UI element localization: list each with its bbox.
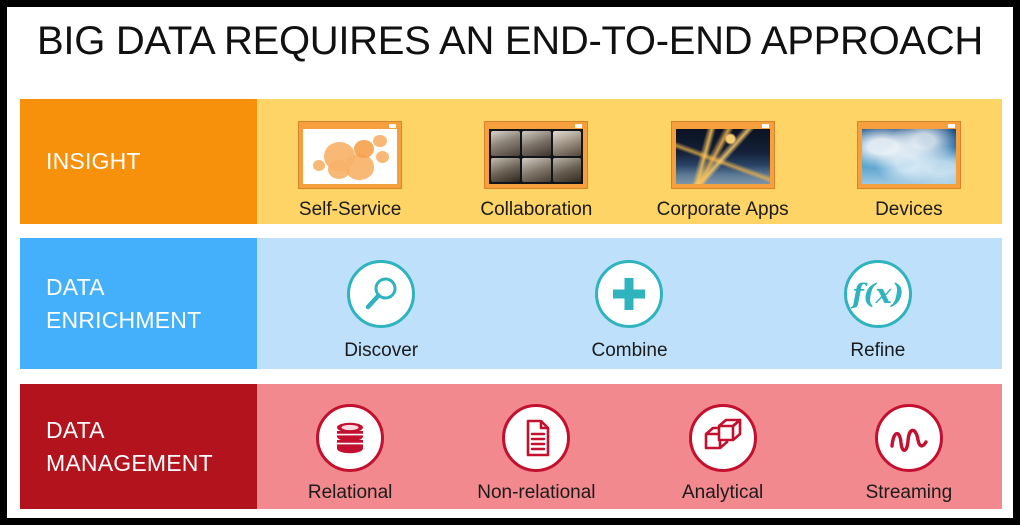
document-icon	[502, 404, 571, 472]
row-enrichment: DATA ENRICHMENT Discover	[20, 238, 1002, 369]
thumb-screen	[861, 129, 956, 184]
item-streaming[interactable]: Streaming	[816, 404, 1002, 509]
item-corporate-apps[interactable]: Corporate Apps	[630, 121, 816, 224]
window-control-icon	[389, 124, 397, 128]
caption-discover: Discover	[344, 340, 419, 361]
thumb-screen	[303, 129, 398, 184]
row-label-data-management: DATA MANAGEMENT	[20, 384, 257, 509]
row-label-insight: INSIGHT	[20, 99, 257, 224]
olap-cubes-icon	[688, 404, 757, 472]
window-control-icon	[947, 124, 955, 128]
window-control-icon	[575, 124, 583, 128]
item-refine[interactable]: f(x) Refine	[754, 260, 1002, 369]
window-control-icon	[761, 124, 769, 128]
caption-streaming: Streaming	[865, 482, 953, 503]
thumb-screen	[675, 129, 770, 184]
item-collaboration[interactable]: Collaboration	[443, 121, 629, 224]
item-non-relational[interactable]: Non-relational	[443, 404, 629, 509]
row-insight: INSIGHT	[20, 99, 1002, 224]
video-conference-grid-icon	[484, 121, 589, 189]
row-label-data-enrichment: DATA ENRICHMENT	[20, 238, 257, 369]
fx-glyph: f(x)	[852, 278, 904, 310]
caption-non-relational: Non-relational	[477, 482, 596, 503]
row-body-enrichment: Discover Combine f(x) Refine	[257, 238, 1002, 369]
video-thumbnail-grid	[489, 129, 584, 184]
row-body-management: Relational	[257, 384, 1002, 509]
function-fx-icon: f(x)	[843, 260, 912, 328]
item-self-service[interactable]: Self-Service	[257, 121, 443, 224]
caption-analytical: Analytical	[681, 482, 764, 503]
row-body-insight: Self-Service Collaboration	[257, 99, 1002, 224]
page-title: BIG DATA REQUIRES AN END-TO-END APPROACH	[37, 19, 983, 63]
item-discover[interactable]: Discover	[257, 260, 505, 369]
caption-self-service: Self-Service	[298, 199, 402, 220]
bubble-chart-bubbles	[303, 129, 397, 184]
fireworks-photo-window-icon	[670, 121, 775, 189]
item-combine[interactable]: Combine	[505, 260, 753, 369]
plus-icon	[595, 260, 664, 328]
caption-refine: Refine	[850, 340, 906, 361]
magnifier-icon	[347, 260, 416, 328]
management-items: Relational	[257, 384, 1002, 509]
row-management: DATA MANAGEMENT	[20, 384, 1002, 509]
item-relational[interactable]: Relational	[257, 404, 443, 509]
insight-items: Self-Service Collaboration	[257, 99, 1002, 224]
waveform-icon	[874, 404, 943, 472]
item-analytical[interactable]: Analytical	[630, 404, 816, 509]
item-devices[interactable]: Devices	[816, 121, 1002, 224]
caption-corporate-apps: Corporate Apps	[656, 199, 789, 220]
caption-combine: Combine	[591, 340, 668, 361]
clouds-photo	[861, 129, 956, 184]
bubble-chart-window-icon	[298, 121, 403, 189]
caption-relational: Relational	[307, 482, 393, 503]
clouds-photo-window-icon	[856, 121, 961, 189]
caption-devices: Devices	[875, 199, 943, 220]
thumb-screen	[489, 129, 584, 184]
fireworks-photo	[675, 129, 770, 184]
caption-collaboration: Collaboration	[480, 199, 593, 220]
database-cylinder-icon	[316, 404, 385, 472]
enrichment-items: Discover Combine f(x) Refine	[257, 238, 1002, 369]
